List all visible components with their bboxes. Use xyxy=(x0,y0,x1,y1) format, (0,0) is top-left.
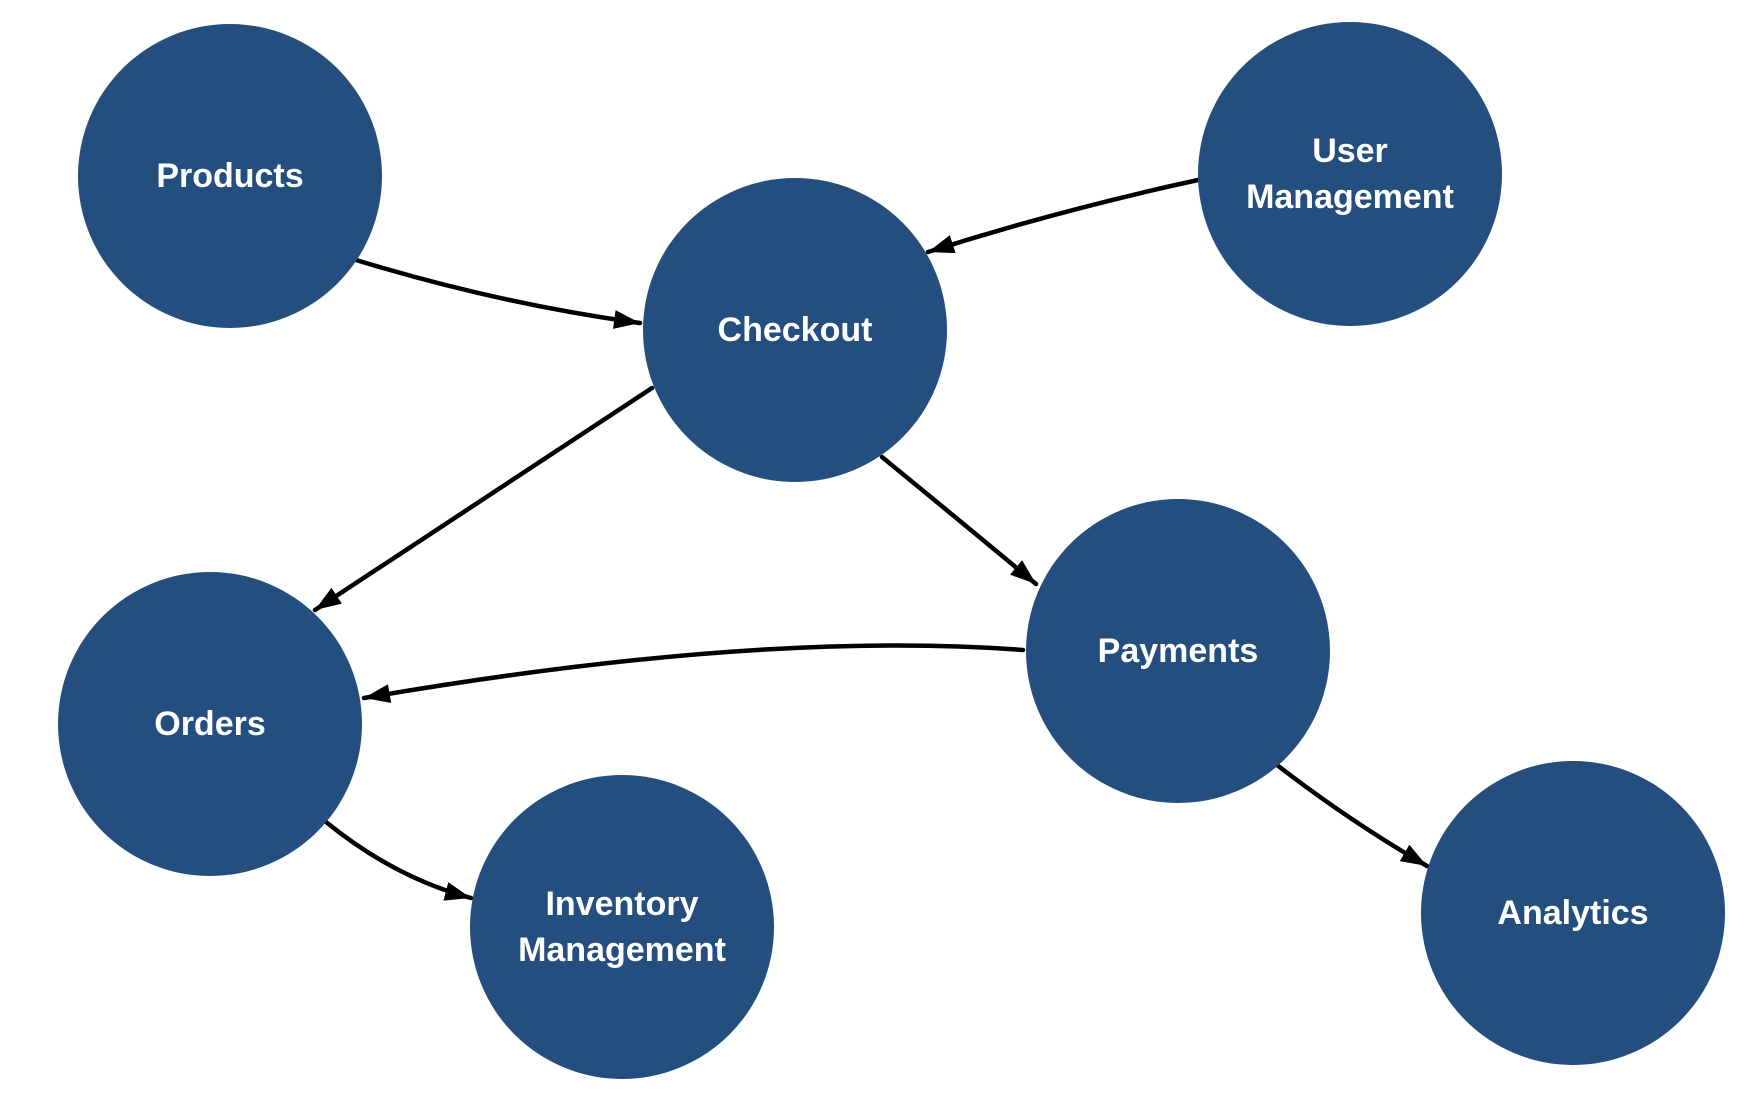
node-orders-circle xyxy=(58,572,362,876)
node-orders: Orders xyxy=(58,572,362,876)
node-user-management-circle xyxy=(1198,22,1502,326)
node-checkout-label: Checkout xyxy=(718,311,873,349)
edge-payments-orders-arrow xyxy=(361,643,1026,703)
node-payments: Payments xyxy=(1026,499,1330,803)
node-user-management-label: User xyxy=(1312,132,1388,170)
node-payments-label: Payments xyxy=(1098,632,1259,670)
edge-orders-inventory-management-arrow xyxy=(323,819,474,901)
edge-payments-analytics-arrow xyxy=(1274,762,1430,869)
node-payments-circle xyxy=(1026,499,1330,803)
node-analytics-circle xyxy=(1421,761,1725,1065)
node-products-circle xyxy=(78,24,382,328)
node-checkout: Checkout xyxy=(643,178,947,482)
node-inventory-management-label: Inventory xyxy=(545,885,698,923)
edge-products-checkout-arrow xyxy=(353,257,643,329)
edge-user-management-checkout-arrow xyxy=(925,177,1201,255)
node-analytics-label: Analytics xyxy=(1497,894,1648,932)
node-checkout-circle xyxy=(643,178,947,482)
node-orders-label: Orders xyxy=(154,705,266,743)
node-analytics: Analytics xyxy=(1421,761,1725,1065)
node-products-label: Products xyxy=(156,157,303,195)
node-products: Products xyxy=(78,24,382,328)
node-user-management-label: Management xyxy=(1246,178,1454,216)
edge-checkout-payments-arrow xyxy=(879,454,1039,587)
node-inventory-management-circle xyxy=(470,775,774,1079)
edge-checkout-orders-arrow xyxy=(312,385,655,613)
node-inventory-management-label: Management xyxy=(518,931,726,969)
